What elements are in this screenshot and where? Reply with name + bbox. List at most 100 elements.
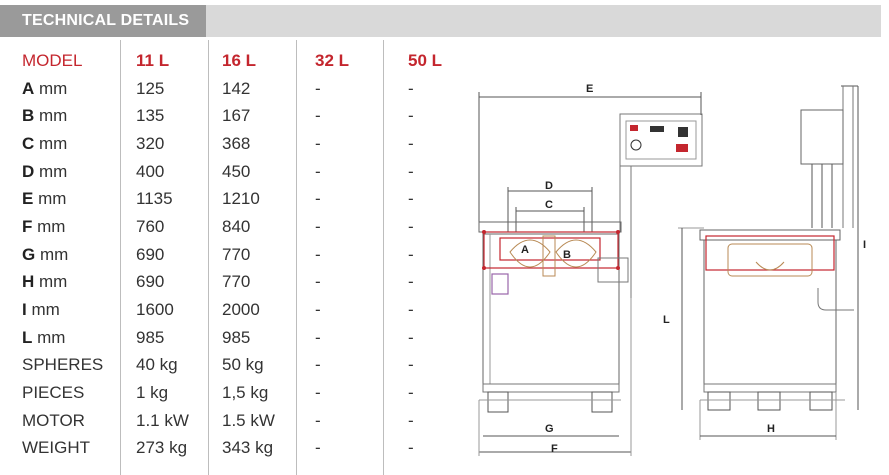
table-header-row: MODEL 11 L 16 L 32 L 50 L	[0, 47, 442, 75]
unit-label: mm	[39, 272, 68, 292]
section-title: TECHNICAL DETAILS	[0, 5, 206, 37]
model-header: MODEL	[22, 50, 83, 70]
unit-label: mm	[39, 133, 68, 153]
row-label: PIECES	[22, 383, 85, 403]
dimension-letter: A	[22, 78, 35, 98]
label-c: C	[545, 199, 553, 211]
dimension-letter: I	[22, 300, 27, 320]
machine-top	[478, 221, 622, 233]
table-cell: 840	[222, 216, 251, 236]
table-cell: -	[315, 133, 321, 153]
table-cell: 770	[222, 244, 251, 264]
machine-top-side	[699, 229, 841, 241]
table-cell: -	[315, 244, 321, 264]
unit-label: mm	[39, 78, 68, 98]
table-cell: 1210	[222, 189, 260, 209]
unit-label: mm	[38, 189, 67, 209]
table-cell: 985	[222, 327, 251, 347]
table-cell: -	[408, 133, 414, 153]
column-divider	[296, 40, 297, 475]
foot	[809, 391, 833, 411]
dimension-letter: F	[22, 216, 33, 236]
table-cell: 985	[136, 327, 165, 347]
row-label: E mm	[0, 185, 131, 213]
table-cell: -	[315, 161, 321, 181]
table-cell: -	[408, 106, 414, 126]
control-box	[800, 109, 844, 165]
table-cell: -	[315, 189, 321, 209]
control-panel-inner	[625, 120, 697, 160]
table-cell: 400	[136, 161, 165, 181]
row-label: A mm	[0, 75, 131, 103]
sphere-b-outline	[555, 239, 597, 268]
table-cell: 135	[136, 106, 165, 126]
table-cell: -	[315, 216, 321, 236]
table-cell: -	[408, 383, 414, 403]
table-cell: -	[408, 355, 414, 375]
foot	[757, 391, 781, 411]
control-panel	[619, 113, 703, 167]
column-divider	[208, 40, 209, 475]
label-e: E	[586, 83, 593, 95]
sphere-a-outline	[509, 239, 551, 268]
table-cell: -	[315, 410, 321, 430]
row-label: H mm	[0, 269, 131, 297]
drum-side	[727, 243, 813, 277]
label-a: A	[521, 244, 529, 256]
table-cell: -	[408, 216, 414, 236]
row-label: D mm	[0, 158, 131, 186]
model-32l-header: 32 L	[315, 50, 350, 70]
table-cell: 770	[222, 272, 251, 292]
table-cell: -	[408, 161, 414, 181]
label-d: D	[545, 180, 553, 192]
table-cell: 450	[222, 161, 251, 181]
label-l: L	[663, 314, 670, 326]
table-cell: 125	[136, 78, 165, 98]
dimension-letter: D	[22, 161, 35, 181]
foot	[707, 391, 731, 411]
drum-frame-side	[705, 235, 835, 271]
table-cell: -	[408, 78, 414, 98]
table-cell: 690	[136, 244, 165, 264]
machine-body-side	[703, 239, 837, 385]
table-cell: 368	[222, 133, 251, 153]
dimension-letter: C	[22, 133, 35, 153]
table-cell: 760	[136, 216, 165, 236]
table-cell: 40 kg	[136, 355, 178, 375]
column-divider	[120, 40, 121, 475]
row-label: I mm	[0, 296, 131, 324]
unit-label: mm	[39, 106, 68, 126]
table-cell: -	[315, 78, 321, 98]
table-cell: -	[315, 438, 321, 458]
table-cell: -	[315, 355, 321, 375]
dimension-letter: L	[22, 327, 33, 347]
column-divider	[383, 40, 384, 475]
model-11l-header: 11 L	[136, 50, 170, 70]
foot	[487, 391, 509, 413]
table-cell: 1135	[136, 189, 173, 209]
unit-label: mm	[37, 327, 66, 347]
dimension-letter: H	[22, 272, 35, 292]
table-cell: -	[408, 244, 414, 264]
table-cell: -	[315, 272, 321, 292]
table-cell: -	[315, 106, 321, 126]
table-cell: 273 kg	[136, 438, 188, 458]
table-cell: 1.1 kW	[136, 410, 189, 430]
row-label: MOTOR	[22, 410, 85, 430]
table-cell: 1 kg	[136, 383, 169, 403]
table-cell: -	[315, 300, 321, 320]
row-label: F mm	[0, 213, 131, 241]
table-cell: -	[408, 189, 414, 209]
